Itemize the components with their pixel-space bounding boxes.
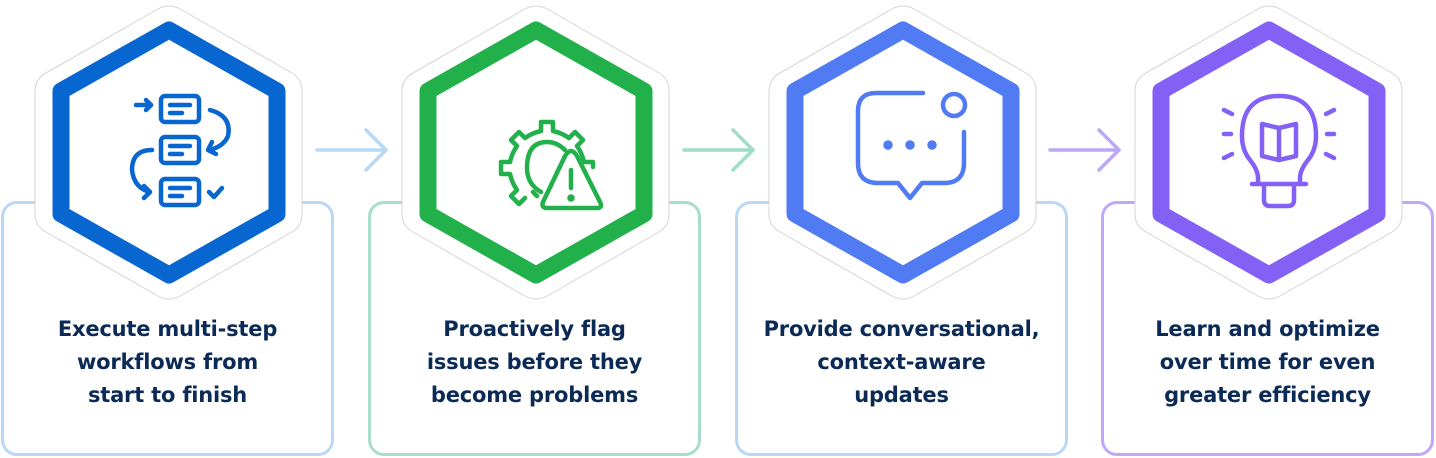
step-card-execute: Execute multi-step workflows from start … [1,0,336,458]
step-card-converse: Provide conversational, context-aware up… [735,0,1070,458]
gear-warning-icon [498,119,604,211]
caption-line: greater efficiency [1164,383,1371,407]
hexagon-badge [1119,0,1419,305]
hexagon-badge [386,0,686,305]
caption-line: start to finish [87,383,248,407]
caption-line: issues before they [426,350,643,374]
arrow-right-icon [315,128,388,172]
step-caption: Execute multi-step workflows from start … [9,313,326,412]
caption-line: become problems [430,383,639,407]
hexagon-badge [19,0,319,305]
workflow-steps-icon [129,93,231,208]
caption-line: Execute multi-step [57,317,278,341]
lightbulb-book-icon [1221,93,1337,209]
caption-line: over time for even [1159,350,1376,374]
caption-line: context-aware [817,350,986,374]
step-card-learn: Learn and optimize over time for even gr… [1101,0,1436,458]
chat-bubble-notification-icon [855,90,968,201]
step-card-flag: Proactively flag issues before they beco… [368,0,703,458]
caption-line: updates [854,383,949,407]
hexagon-badge [753,0,1053,305]
caption-line: Provide conversational, [763,317,1040,341]
arrow-right-icon [1048,128,1121,172]
caption-line: Learn and optimize [1155,317,1380,341]
step-caption: Provide conversational, context-aware up… [743,313,1060,412]
step-caption: Learn and optimize over time for even gr… [1109,313,1426,412]
caption-line: workflows from [76,350,259,374]
arrow-right-icon [682,128,755,172]
step-caption: Proactively flag issues before they beco… [376,313,693,412]
caption-line: Proactively flag [443,317,626,341]
